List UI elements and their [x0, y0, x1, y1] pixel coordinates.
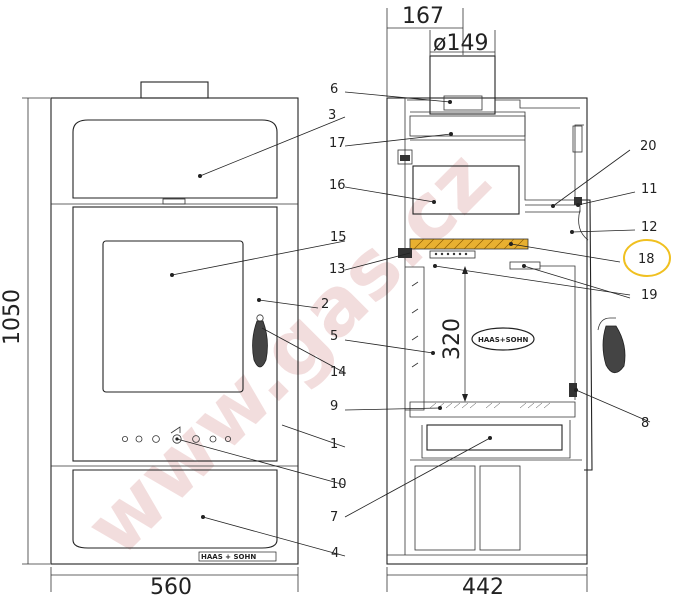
- callout-20: 20: [640, 139, 657, 154]
- bottom-panel: [72, 469, 278, 549]
- base-panel: [479, 465, 521, 551]
- door-handle: [252, 314, 268, 368]
- callout-10: 10: [330, 477, 347, 492]
- callout-8: 8: [641, 416, 649, 431]
- callout-17: 17: [329, 136, 346, 151]
- highlight-ring: [623, 239, 671, 277]
- flue-collar-front: [140, 81, 209, 99]
- side-dimensions: 167 ø149 442: [386, 4, 588, 600]
- flue-pipe: [429, 55, 496, 115]
- callout-leaders: [171, 91, 651, 557]
- callout-11: 11: [641, 182, 658, 197]
- dim-firebox-320: 320: [440, 318, 465, 360]
- front-view: HAAS + SOHN: [50, 81, 299, 565]
- firebox-floor: [409, 401, 576, 418]
- callout-labels: 3 15 2 14 1 10 4 6 17 16 13 5 9 7 20 11 …: [321, 82, 671, 561]
- top-panel: [72, 119, 278, 199]
- heat-exchanger: [412, 165, 520, 215]
- callout-3: 3: [328, 108, 336, 123]
- side-handle: [602, 325, 626, 374]
- callout-13: 13: [329, 262, 346, 277]
- air-control-knobs: [122, 426, 231, 444]
- dim-height-1050: 1050: [0, 289, 25, 345]
- callout-14: 14: [330, 365, 347, 380]
- ash-pan: [426, 424, 563, 451]
- callout-7: 7: [330, 510, 338, 525]
- front-dimensions: 1050 560: [0, 97, 299, 600]
- dim-flue-diameter: ø149: [433, 31, 488, 56]
- door-logo: HAAS+SOHN: [478, 336, 528, 344]
- top-chamber: [409, 115, 526, 137]
- dim-width-560: 560: [150, 575, 192, 600]
- stove-body-side: [386, 97, 588, 565]
- callout-4: 4: [331, 546, 339, 561]
- dim-depth-442: 442: [462, 575, 504, 600]
- callout-6: 6: [330, 82, 338, 97]
- callout-2: 2: [321, 297, 329, 312]
- firebox-side-wall: [405, 266, 425, 411]
- callout-5: 5: [330, 329, 338, 344]
- door-glass: [102, 240, 244, 393]
- door-profile: [580, 199, 593, 471]
- callout-1: 1: [330, 437, 338, 452]
- plate-logo: HAAS + SOHN: [201, 553, 256, 561]
- callout-18: 18: [638, 252, 655, 267]
- fire-door: [72, 206, 278, 462]
- door-brand-badge: HAAS+SOHN: [471, 327, 535, 351]
- dim-flue-offset-167: 167: [402, 4, 444, 29]
- callout-15: 15: [330, 230, 347, 245]
- stove-body-front: [50, 97, 299, 565]
- callout-9: 9: [330, 399, 338, 414]
- side-section-view: HAAS+SOHN 320: [386, 55, 626, 565]
- callout-19: 19: [641, 288, 658, 303]
- callout-12: 12: [641, 220, 658, 235]
- callout-16: 16: [329, 178, 346, 193]
